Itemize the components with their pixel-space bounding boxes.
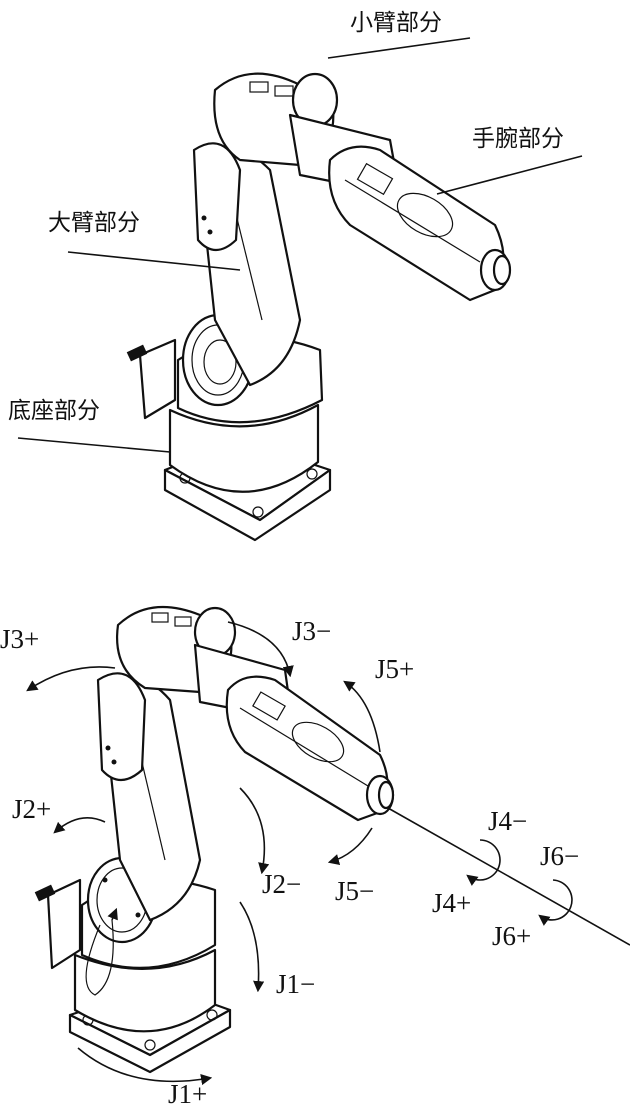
j3-minus-arrow (227, 621, 294, 678)
label-j5-plus: J5+ (375, 654, 414, 684)
bottom-robot-drawing (34, 605, 395, 1074)
label-wrist: 手腕部分 (472, 126, 564, 152)
label-j3-minus: J3− (292, 616, 331, 646)
label-j1-plus: J1+ (168, 1079, 207, 1109)
label-j6-plus: J6+ (492, 921, 531, 951)
tool-axis-line (387, 807, 630, 946)
rotation-arrows (26, 621, 573, 1086)
j5-plus-arrow (343, 680, 381, 753)
j1-minus-arrow (239, 901, 265, 993)
j2-plus-arrow (53, 816, 106, 834)
j1-loop (85, 919, 114, 996)
label-forearm: 小臂部分 (350, 10, 442, 36)
label-base: 底座部分 (8, 398, 100, 424)
label-j6-minus: J6− (540, 841, 579, 871)
label-j4-plus: J4+ (432, 888, 471, 918)
label-j2-plus: J2+ (12, 794, 51, 824)
label-j5-minus: J5− (335, 876, 374, 906)
j6-circle-arrow (538, 879, 573, 926)
j1-plus-arrow (77, 1047, 213, 1086)
label-j2-minus: J2− (262, 869, 301, 899)
label-j3-plus: J3+ (0, 624, 39, 654)
j3-plus-arrow (26, 666, 116, 692)
label-j4-minus: J4− (488, 806, 527, 836)
label-j1-minus: J1− (276, 969, 315, 999)
label-upper-arm: 大臂部分 (48, 210, 140, 236)
j4-circle-arrow (466, 839, 501, 886)
j5-minus-arrow (327, 827, 373, 865)
top-robot-drawing (126, 72, 512, 542)
top-leader-lines (17, 37, 583, 453)
j2-minus-arrow (239, 787, 270, 875)
